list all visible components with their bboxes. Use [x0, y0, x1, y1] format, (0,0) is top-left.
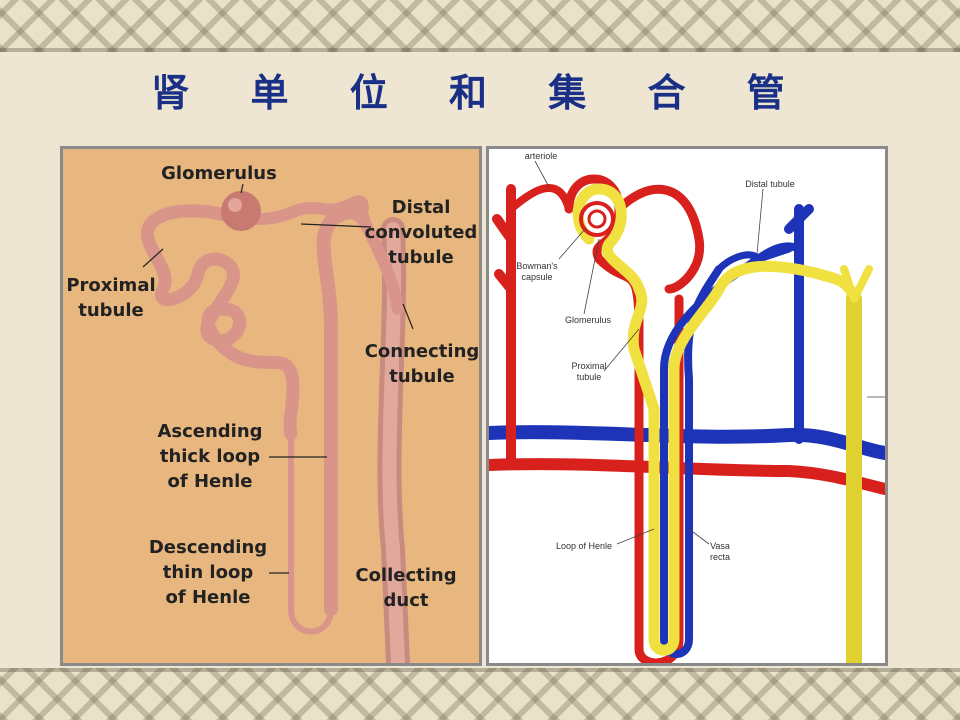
decorative-border-top [0, 0, 960, 52]
label-proximal-tubule: Proximal tubule [66, 275, 156, 321]
glomerulus-shape [221, 191, 261, 231]
vascular-diagram-panel: arteriole Bowman's capsule Glomerulus Pr… [486, 146, 888, 666]
slide-title: 肾 单 位 和 集 合 管 [151, 71, 809, 115]
label-descending-thin-loop: Descending thin loop of Henle [148, 537, 268, 608]
border-line [0, 668, 960, 672]
label-glomerulus: Glomerulus [161, 163, 277, 184]
label-loop-of-henle: Loop of Henle [555, 541, 613, 551]
border-line [0, 48, 960, 52]
label-ascending-thick-loop: Ascending thick loop of Henle [157, 421, 263, 492]
label-bowmans-capsule: Bowman's capsule [516, 261, 558, 282]
label-collecting-duct: Collecting duct [355, 565, 457, 611]
label-connecting-tubule: Connecting tubule [364, 341, 480, 387]
label-distal-convoluted-tubule: Distal convoluted tubule [364, 197, 478, 268]
nephron-drawing [141, 183, 414, 663]
label-glomerulus-right: Glomerulus [564, 315, 611, 325]
label-proximal-tubule-right: Proximal tubule [571, 361, 607, 382]
decorative-border-bottom [0, 668, 960, 720]
nephron-illustration-panel: Glomerulus Distal convoluted tubule Prox… [60, 146, 482, 666]
label-vasa-recta: Vasa recta [709, 541, 730, 562]
vascular-drawing [489, 160, 885, 663]
label-arteriole: arteriole [524, 151, 558, 161]
label-distal-tubule: Distal tubule [745, 179, 795, 189]
